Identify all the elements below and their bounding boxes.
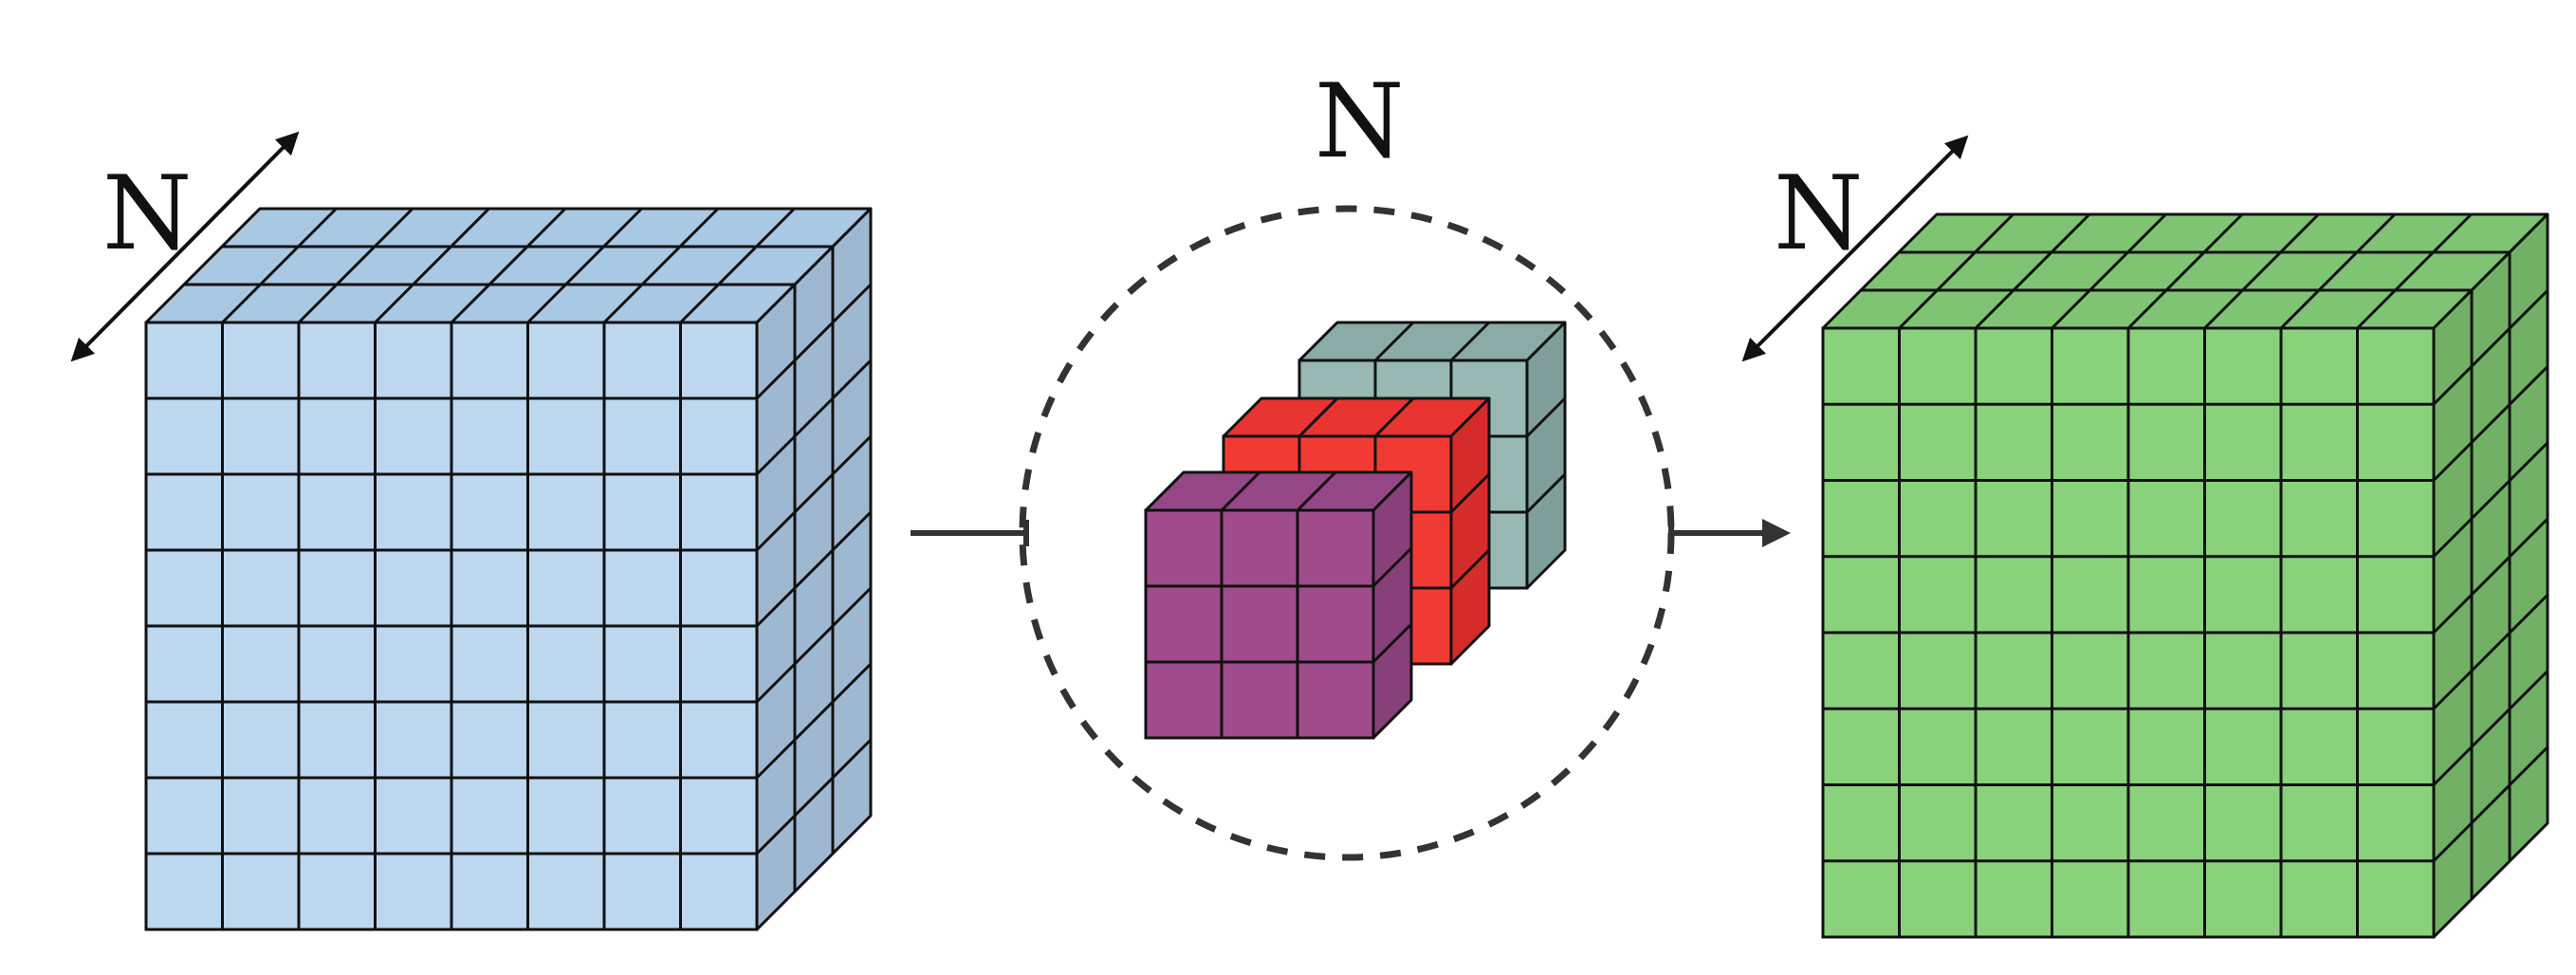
input-volume-cube — [144, 207, 873, 931]
left-depth-arrow — [70, 131, 300, 362]
kernel-middle-top-face — [1222, 396, 1491, 438]
kernel-back-top-face — [1297, 321, 1567, 362]
kernel-cube-front — [1144, 470, 1413, 740]
kernel-front-side-face — [1371, 470, 1413, 740]
center-dimension-label: N — [1315, 63, 1405, 181]
kernel-front-grid-lines — [1146, 470, 1413, 738]
kernel-front-top-face — [1144, 470, 1413, 512]
right-dimension-label: N — [1774, 155, 1864, 273]
output-volume-cube — [1821, 212, 2549, 939]
kernel-front-front-face — [1144, 508, 1375, 740]
right-depth-arrow — [1741, 135, 1969, 362]
kernel-back-side-face — [1525, 321, 1567, 590]
kernel-middle-side-face — [1449, 396, 1491, 666]
left-dimension-label: N — [102, 155, 193, 273]
